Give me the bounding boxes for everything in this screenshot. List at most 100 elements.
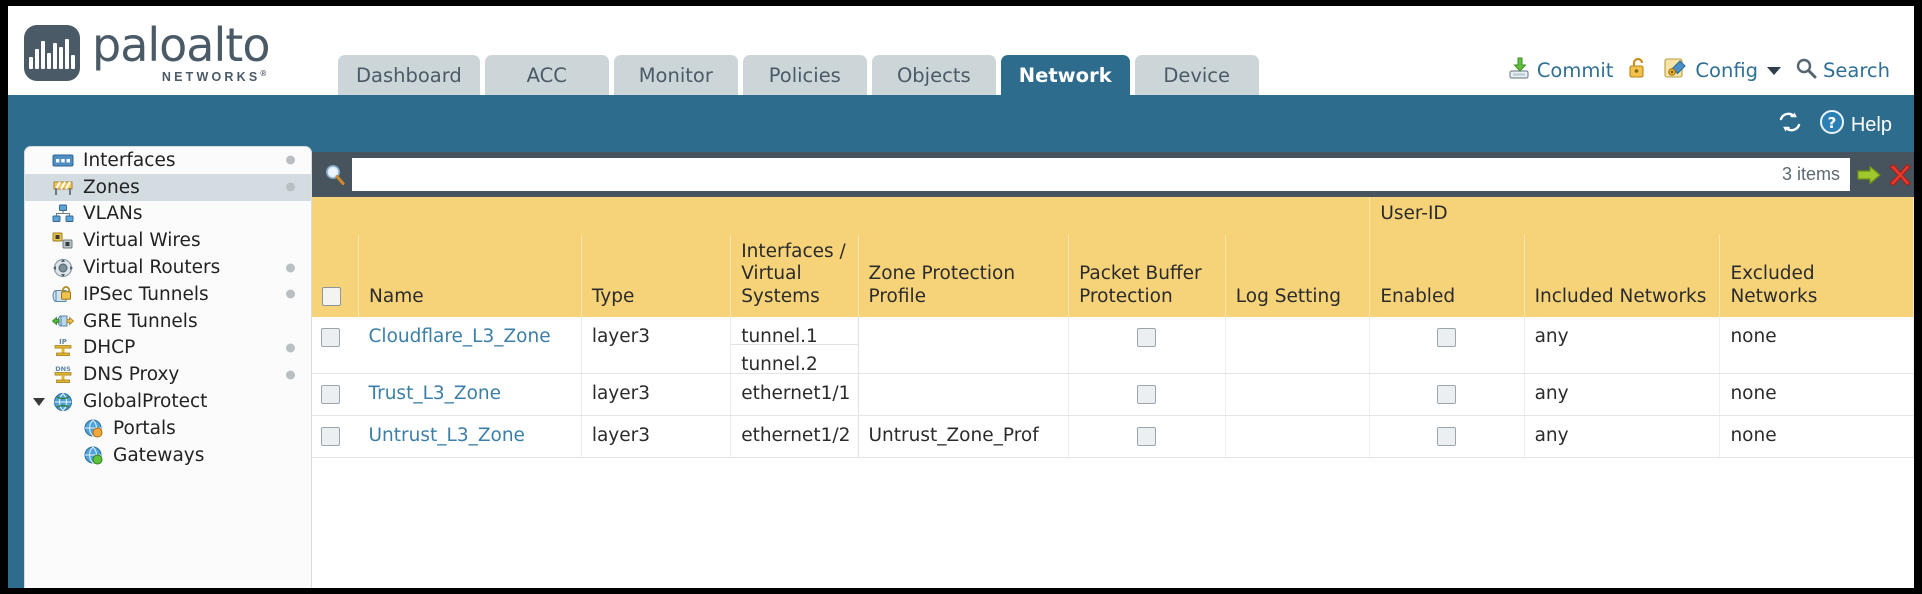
cell-excluded-networks: none xyxy=(1719,373,1914,417)
cell-type: layer3 xyxy=(581,317,732,375)
select-all-checkbox[interactable] xyxy=(322,287,341,307)
tab-network[interactable]: Network xyxy=(1000,55,1130,95)
refresh-icon[interactable] xyxy=(1777,110,1803,140)
sidebar-item-virtual-wires[interactable]: Virtual Wires xyxy=(25,227,311,254)
magnifier-icon xyxy=(1795,57,1817,84)
svg-text:DNS: DNS xyxy=(55,365,71,373)
cell-zone-protection-profile: Untrust_Zone_Prof xyxy=(858,415,1070,458)
cell-name: Trust_L3_Zone xyxy=(358,373,582,417)
sidebar-item-portals[interactable]: Portals xyxy=(25,415,311,442)
sidebar-item-interfaces[interactable]: Interfaces xyxy=(25,147,311,174)
sidebar-item-gre-tunnels[interactable]: GRE Tunnels xyxy=(25,308,311,335)
help-link[interactable]: ? Help xyxy=(1819,109,1892,141)
cell-log-setting xyxy=(1225,415,1371,458)
commit-button[interactable]: Commit xyxy=(1507,56,1614,85)
network-sidebar: Interfaces Zones xyxy=(24,146,312,588)
group-header-spacer xyxy=(312,197,1371,235)
column-header-zone-protection-profile[interactable]: Zone Protection Profile xyxy=(858,234,1070,318)
paloalto-logo[interactable]: paloalto NETWORKS® xyxy=(24,22,270,84)
cell-log-setting xyxy=(1225,373,1371,417)
cell-included-networks: any xyxy=(1524,415,1721,458)
dns-proxy-icon: DNS xyxy=(51,365,75,384)
vlans-network-icon xyxy=(51,204,75,223)
filter-magnifier-icon[interactable] xyxy=(318,163,352,187)
column-header-interfaces-virtual-systems[interactable]: Interfaces / Virtual Systems xyxy=(730,234,859,318)
column-header-log-setting[interactable]: Log Setting xyxy=(1225,234,1371,318)
sidebar-item-dns-proxy[interactable]: DNS DNS Proxy xyxy=(25,361,311,388)
user-id-enabled-checkbox[interactable] xyxy=(1437,384,1457,404)
row-checkbox[interactable] xyxy=(321,426,340,446)
sidebar-item-virtual-routers[interactable]: Virtual Routers xyxy=(25,254,311,281)
zones-panel: 3 items U xyxy=(312,152,1914,588)
user-id-enabled-checkbox[interactable] xyxy=(1437,327,1457,347)
tab-monitor[interactable]: Monitor xyxy=(613,55,738,95)
sidebar-item-indicator xyxy=(286,343,295,353)
tab-acc[interactable]: ACC xyxy=(484,55,609,95)
zone-name-link[interactable]: Trust_L3_Zone xyxy=(368,383,501,405)
cell-packet-buffer-protection xyxy=(1068,415,1226,458)
chevron-down-icon[interactable] xyxy=(1767,66,1781,75)
column-header-excluded-networks[interactable]: Excluded Networks xyxy=(1719,234,1914,318)
row-checkbox[interactable] xyxy=(321,327,340,347)
packet-buffer-protection-checkbox[interactable] xyxy=(1137,384,1157,404)
row-checkbox[interactable] xyxy=(321,384,340,404)
sidebar-item-globalprotect[interactable]: GlobalProtect xyxy=(25,388,311,415)
sidebar-item-label: VLANs xyxy=(83,203,143,225)
zones-table: User-ID Name Type Interfaces / Virtual S… xyxy=(312,197,1914,458)
sidebar-item-ipsec-tunnels[interactable]: IPSec Tunnels xyxy=(25,281,311,308)
table-row[interactable]: Cloudflare_L3_Zone layer3 tunnel.1 tunne… xyxy=(312,317,1914,376)
packet-buffer-protection-checkbox[interactable] xyxy=(1137,426,1157,446)
column-header-name[interactable]: Name xyxy=(358,234,582,318)
search-input[interactable] xyxy=(352,158,1782,191)
lock-button[interactable] xyxy=(1627,56,1649,85)
table-row[interactable]: Trust_L3_Zone layer3 ethernet1/1 any xyxy=(312,373,1914,417)
globe-icon xyxy=(51,392,75,411)
zone-name-link[interactable]: Untrust_L3_Zone xyxy=(368,425,525,447)
packet-buffer-protection-checkbox[interactable] xyxy=(1137,327,1157,347)
help-label: Help xyxy=(1850,113,1892,136)
table-row[interactable]: Untrust_L3_Zone layer3 ethernet1/2 Untru… xyxy=(312,415,1914,458)
commit-label: Commit xyxy=(1536,59,1614,82)
sidebar-item-indicator xyxy=(286,182,295,192)
items-count: 3 items xyxy=(1781,164,1840,184)
sidebar-item-gateways[interactable]: Gateways xyxy=(25,442,311,469)
column-header-packet-buffer-protection[interactable]: Packet Buffer Protection xyxy=(1068,234,1226,318)
sidebar-item-indicator xyxy=(286,155,295,165)
tab-policies[interactable]: Policies xyxy=(742,55,867,95)
sidebar-item-dhcp[interactable]: IP DHCP xyxy=(25,335,311,362)
row-select-cell xyxy=(312,317,359,375)
tab-device[interactable]: Device xyxy=(1134,55,1259,95)
expand-triangle-icon[interactable] xyxy=(33,397,45,406)
column-header-enabled[interactable]: Enabled xyxy=(1369,234,1525,318)
padlock-unlocked-icon xyxy=(1627,56,1649,85)
apply-filter-button[interactable] xyxy=(1854,163,1884,187)
interface-entry: tunnel.2 xyxy=(741,354,818,376)
header-tools: Commit xyxy=(1507,56,1890,85)
zones-barrier-icon xyxy=(51,178,75,197)
tab-objects[interactable]: Objects xyxy=(871,55,996,95)
user-id-enabled-checkbox[interactable] xyxy=(1437,426,1457,446)
cell-log-setting xyxy=(1225,317,1371,375)
config-menu[interactable]: Config xyxy=(1663,56,1781,85)
cell-packet-buffer-protection xyxy=(1068,317,1226,375)
sidebar-item-label: IPSec Tunnels xyxy=(83,283,209,305)
window-frame-bottom xyxy=(0,588,1922,594)
search-label: Search xyxy=(1823,59,1890,82)
cell-zone-protection-profile xyxy=(858,317,1070,375)
cell-excluded-networks: none xyxy=(1719,415,1914,458)
column-header-type[interactable]: Type xyxy=(581,234,732,318)
sidebar-item-vlans[interactable]: VLANs xyxy=(25,201,311,228)
cell-included-networks: any xyxy=(1524,317,1721,375)
tab-dashboard[interactable]: Dashboard xyxy=(338,55,480,95)
table-group-header-row: User-ID xyxy=(312,197,1914,235)
save-disk-green-arrow-icon xyxy=(1507,56,1531,85)
zone-name-link[interactable]: Cloudflare_L3_Zone xyxy=(368,326,551,348)
column-header-included-networks[interactable]: Included Networks xyxy=(1524,234,1721,318)
window-frame-left xyxy=(0,0,8,594)
clear-filter-button[interactable] xyxy=(1884,163,1914,187)
search-button[interactable]: Search xyxy=(1795,57,1890,84)
cell-enabled xyxy=(1369,415,1525,458)
paloalto-logo-mark-icon xyxy=(24,24,80,81)
sidebar-item-zones[interactable]: Zones xyxy=(25,173,311,201)
